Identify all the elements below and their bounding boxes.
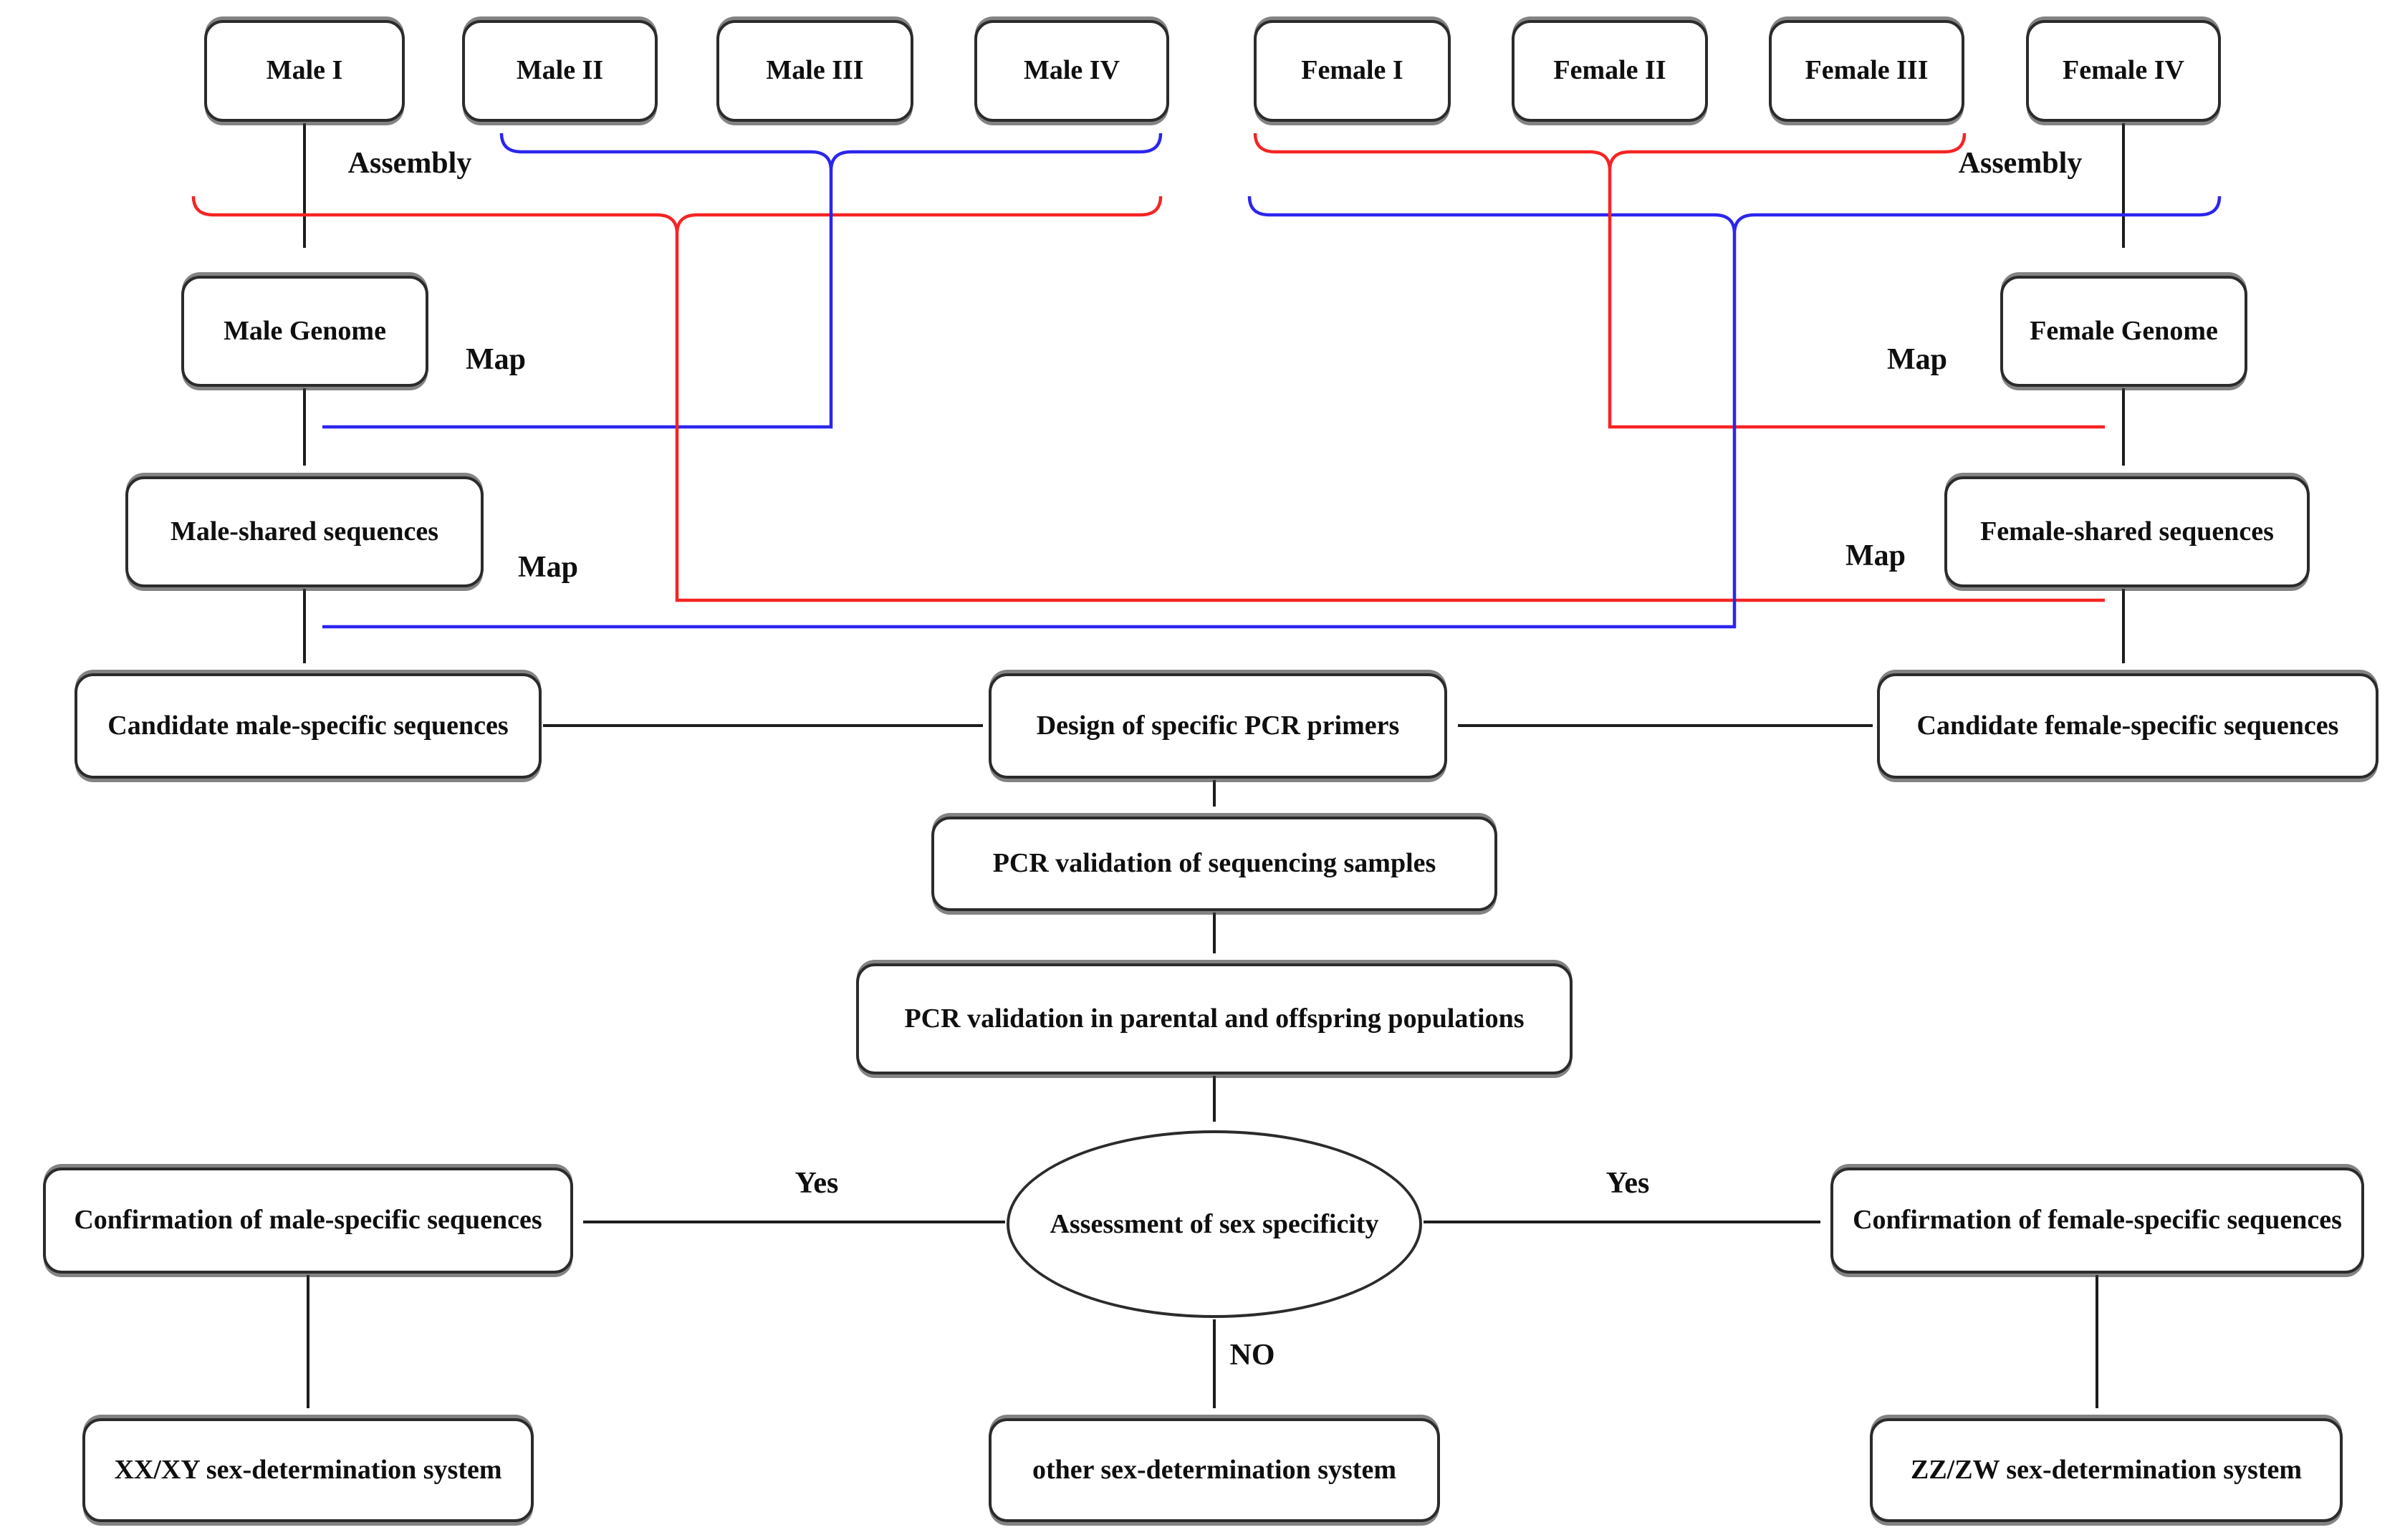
line-male-reads-map-to-male-genome	[322, 170, 833, 429]
node-xxxy-system: XX/XY sex-determination system	[82, 1418, 534, 1522]
label-map-female-shared: Map	[1845, 539, 1906, 572]
node-female-4: Female IV	[2026, 20, 2221, 122]
node-female-3: Female III	[1769, 20, 1964, 122]
node-female-2: Female II	[1512, 20, 1708, 122]
node-zzzw-system: ZZ/ZW sex-determination system	[1870, 1418, 2343, 1522]
label-yes-right: Yes	[1605, 1167, 1650, 1200]
brace-female-1-2-3	[1253, 133, 1967, 171]
node-confirm-female: Confirmation of female-specific sequence…	[1830, 1168, 2364, 1274]
node-assessment-ellipse: Assessment of sex specificity	[1007, 1130, 1422, 1318]
brace-male-all	[191, 196, 1163, 234]
line-female-reads-map-to-male-shared	[322, 234, 1737, 629]
node-pcr-validation-samples: PCR validation of sequencing samples	[931, 817, 1497, 911]
label-no: NO	[1229, 1339, 1275, 1372]
node-other-system: other sex-determination system	[989, 1418, 1440, 1522]
label-assembly-left: Assembly	[347, 147, 472, 180]
node-female-1: Female I	[1254, 20, 1451, 122]
node-pcr-validation-populations: PCR validation in parental and offspring…	[856, 963, 1573, 1074]
node-candidate-male: Candidate male-specific sequences	[75, 673, 542, 779]
node-design-primers: Design of specific PCR primers	[989, 673, 1447, 779]
label-yes-left: Yes	[795, 1167, 839, 1200]
label-map-male-shared: Map	[518, 551, 578, 584]
node-female-genome: Female Genome	[2000, 276, 2247, 387]
node-male-4: Male IV	[974, 20, 1169, 122]
node-male-shared: Male-shared sequences	[125, 476, 484, 587]
node-male-3: Male III	[716, 20, 913, 122]
label-assembly-right: Assembly	[1958, 147, 2083, 180]
node-candidate-female: Candidate female-specific sequences	[1877, 673, 2378, 779]
node-male-genome: Male Genome	[181, 276, 428, 387]
node-male-1: Male I	[204, 20, 405, 122]
node-female-shared: Female-shared sequences	[1944, 476, 2310, 587]
label-map-male-genome: Map	[466, 343, 526, 376]
brace-female-all	[1247, 196, 2222, 234]
label-map-female-genome: Map	[1887, 343, 1947, 376]
line-female-reads-map-to-female-genome	[1608, 170, 2105, 429]
brace-male-2-3-4	[499, 133, 1163, 171]
node-confirm-male: Confirmation of male-specific sequences	[43, 1168, 573, 1274]
line-male-reads-map-to-female-shared	[675, 234, 2105, 602]
node-male-2: Male II	[462, 20, 658, 122]
